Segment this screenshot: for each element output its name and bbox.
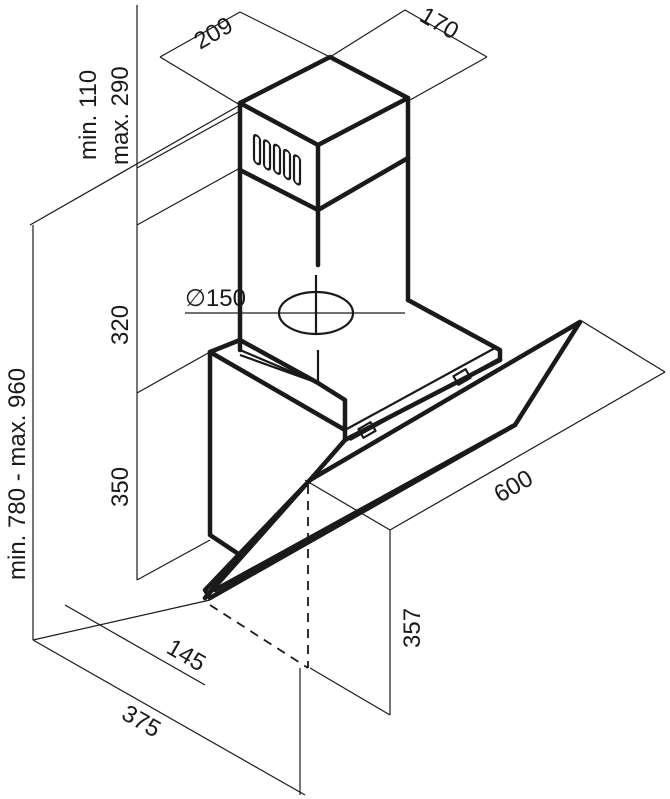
hood-front-height-label: 357 xyxy=(399,608,426,648)
height-range-label: min. 780 - max. 960 xyxy=(4,368,31,580)
duct-diameter-label: ∅150 xyxy=(185,285,246,312)
lower-chimney-label: 350 xyxy=(107,467,134,507)
projection-lines xyxy=(209,485,309,669)
lower-chimney xyxy=(237,155,411,385)
upper-chimney xyxy=(237,54,411,213)
right-dimension-lines xyxy=(299,319,666,795)
top-dimension-lines xyxy=(159,9,488,106)
top-width-label: 209 xyxy=(190,12,238,55)
bottom-depth-label: 145 xyxy=(162,634,210,677)
chimney-min-label: min. 110 xyxy=(75,70,102,160)
upper-chimney-label: 320 xyxy=(107,305,134,345)
hood-width-label: 600 xyxy=(490,465,538,508)
vent-grille-icon xyxy=(252,134,302,186)
left-dimension-lines xyxy=(29,5,306,796)
total-depth-label: 375 xyxy=(117,700,165,743)
duct-outlet xyxy=(185,275,405,336)
glass-panel xyxy=(202,319,583,601)
chimney-max-label: max. 290 xyxy=(107,66,134,165)
